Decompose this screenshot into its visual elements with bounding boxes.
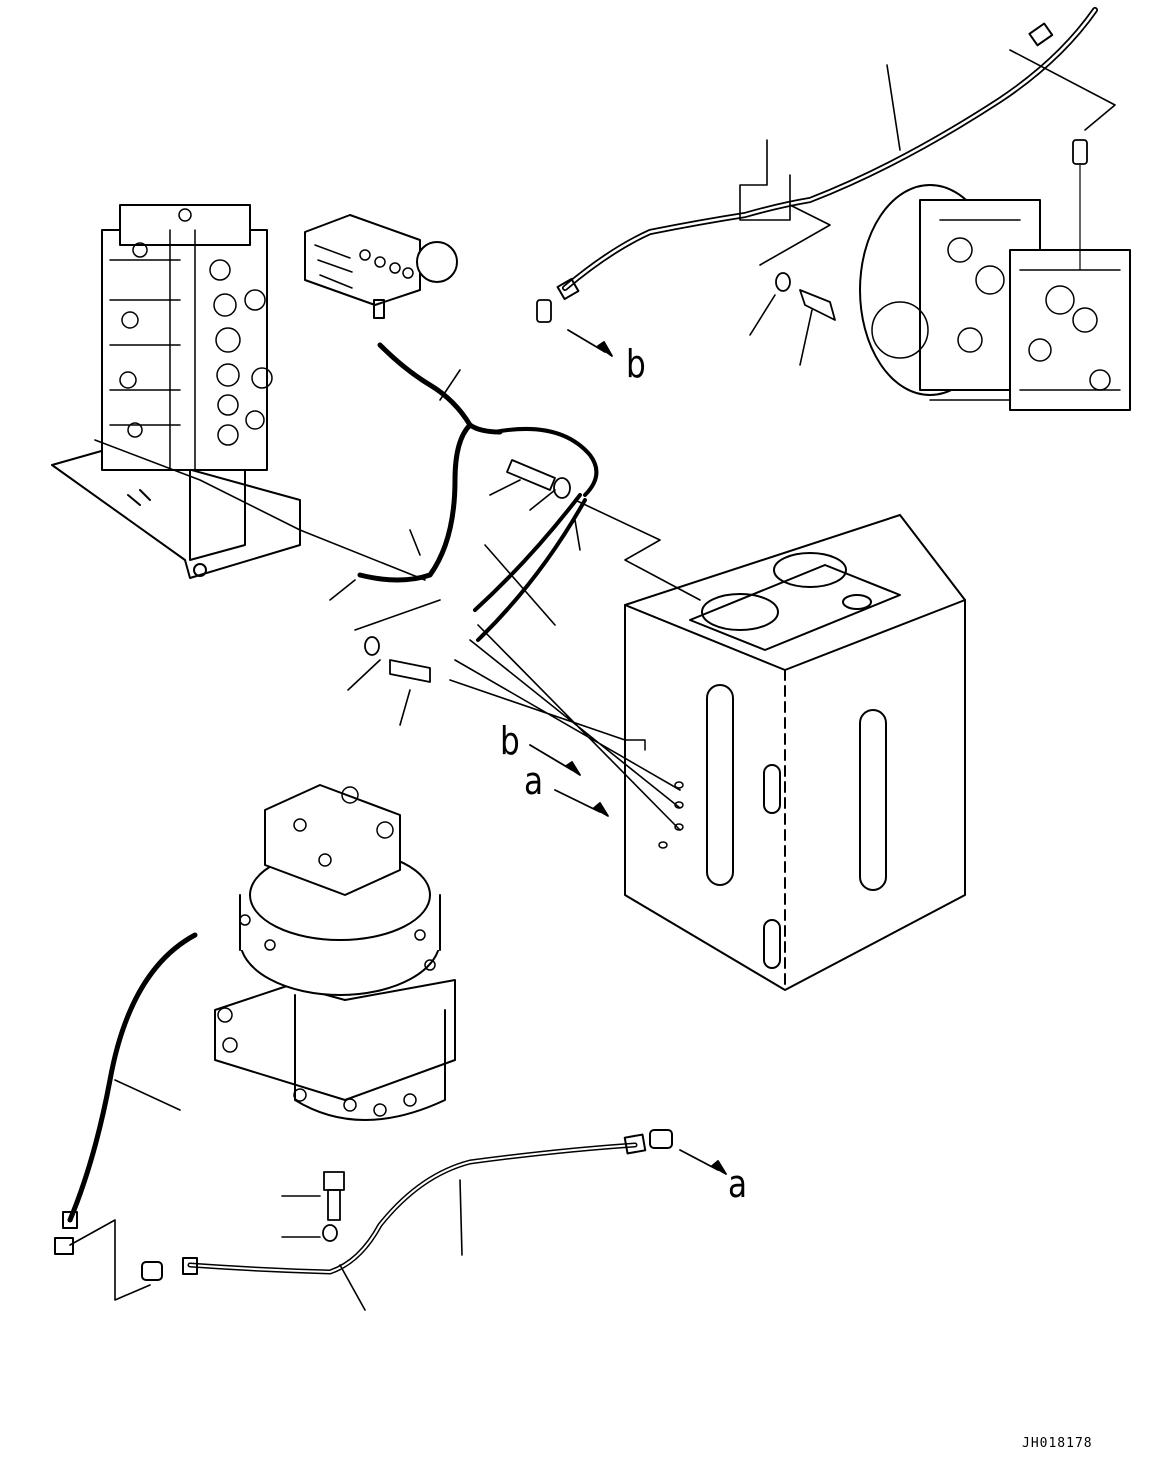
reference-label-a-mid: a [524, 759, 544, 803]
main-pump [859, 184, 1131, 411]
leader-lines [69, 49, 1116, 1311]
pilot-valve-block [304, 214, 458, 319]
drawing-code: JH018178 [1022, 1436, 1093, 1451]
reference-label-a-bottom: a [728, 1162, 748, 1206]
hose-bundle-to-tank [473, 426, 599, 642]
hydraulic-tank [624, 514, 966, 991]
bolts-and-washers [322, 139, 1088, 1242]
hose-pilot-manifold [357, 342, 503, 583]
arrows [529, 329, 727, 1175]
reference-label-b-top: b [626, 342, 646, 386]
swing-motor [214, 784, 456, 1121]
reference-label-b-mid: b [500, 719, 520, 763]
control-valve [51, 204, 301, 579]
